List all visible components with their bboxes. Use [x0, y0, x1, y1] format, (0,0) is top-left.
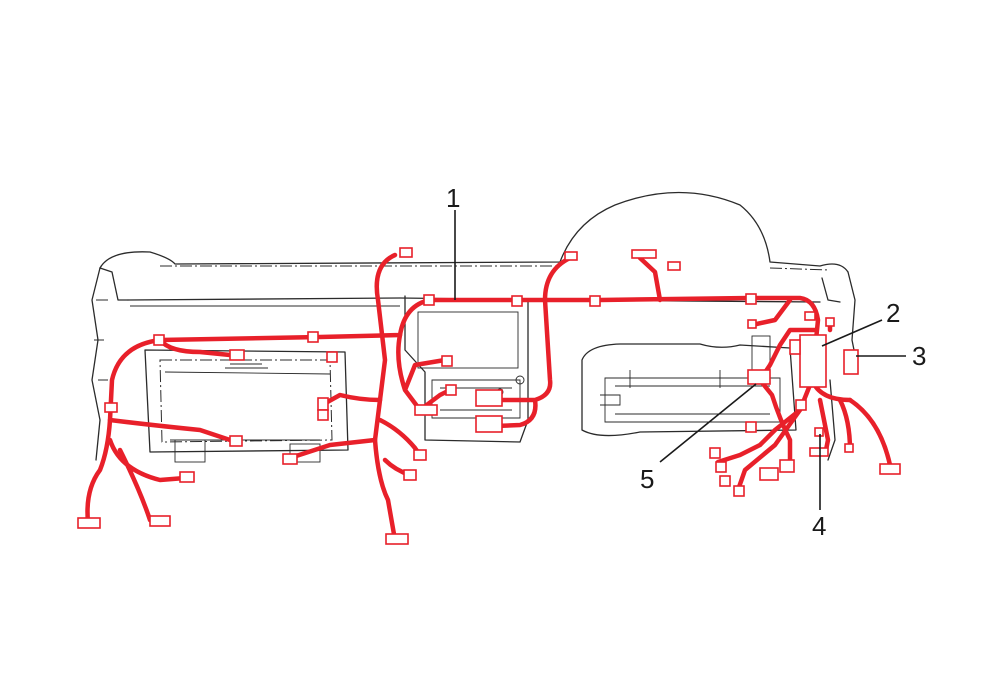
- connector: [399, 247, 413, 258]
- instrument-panel-wire-harness: [85, 252, 893, 543]
- harness-branch-center: [396, 332, 453, 413]
- connector: [413, 449, 427, 461]
- connector: [445, 384, 457, 396]
- connector: [317, 409, 329, 421]
- dashboard-outline: [91, 191, 857, 463]
- connector: [229, 435, 243, 447]
- connector: [149, 515, 171, 527]
- connector: [844, 443, 854, 453]
- connector: [804, 311, 816, 321]
- harness-branch-upper-center: [542, 255, 663, 303]
- callout-2: 2: [821, 298, 900, 347]
- connector: [745, 421, 757, 433]
- connector: [475, 389, 503, 407]
- harness-main-trunk: [427, 295, 853, 403]
- connector: [423, 294, 435, 306]
- connector: [709, 447, 721, 459]
- connector: [589, 295, 601, 307]
- connector: [564, 251, 578, 261]
- connector: [511, 295, 523, 307]
- callout-4: 4: [812, 434, 826, 541]
- callout-3: 3: [856, 341, 926, 371]
- harness-branch-right: [715, 319, 893, 493]
- connector: [795, 399, 807, 411]
- connector: [733, 485, 745, 497]
- connector: [789, 339, 801, 355]
- connector: [715, 461, 727, 473]
- connector: [809, 447, 829, 457]
- connector-junction-block: [799, 334, 827, 388]
- connector: [307, 331, 319, 343]
- callout-label: 1: [446, 183, 460, 213]
- connector: [759, 467, 779, 481]
- connector: [745, 293, 757, 305]
- callout-label: 5: [640, 464, 654, 494]
- connector: [747, 319, 757, 329]
- harness-left-trunk: [85, 297, 433, 525]
- harness-branch-left-mid: [107, 417, 233, 443]
- connector: [153, 334, 165, 346]
- connector: [326, 351, 338, 363]
- connector: [104, 402, 118, 413]
- connector: [403, 469, 417, 481]
- harness-branch-stack: [492, 297, 553, 429]
- harness-branch-right-upper: [749, 297, 793, 328]
- connector: [441, 355, 453, 367]
- connector: [317, 397, 329, 411]
- callout-label: 3: [912, 341, 926, 371]
- connector: [179, 471, 195, 483]
- connector: [879, 463, 901, 475]
- connector: [779, 459, 795, 473]
- callout-5: 5: [640, 383, 757, 494]
- connector: [719, 475, 731, 487]
- connector: [475, 415, 503, 433]
- callout-label: 2: [886, 298, 900, 328]
- connector: [414, 404, 438, 416]
- connector: [825, 317, 835, 327]
- callout-label: 4: [812, 511, 826, 541]
- harness-branch-connectors-a: [157, 337, 243, 359]
- connector: [631, 249, 657, 259]
- connector: [77, 517, 101, 529]
- connector: [747, 369, 771, 385]
- connector: [385, 533, 409, 545]
- connector: [667, 261, 681, 271]
- callout-1: 1: [446, 183, 460, 300]
- connector: [282, 453, 298, 465]
- connector-group: [77, 247, 901, 545]
- connector: [814, 427, 824, 437]
- connector-ecu: [843, 349, 859, 375]
- harness-branch-center-lower: [287, 392, 423, 478]
- connector: [229, 349, 245, 361]
